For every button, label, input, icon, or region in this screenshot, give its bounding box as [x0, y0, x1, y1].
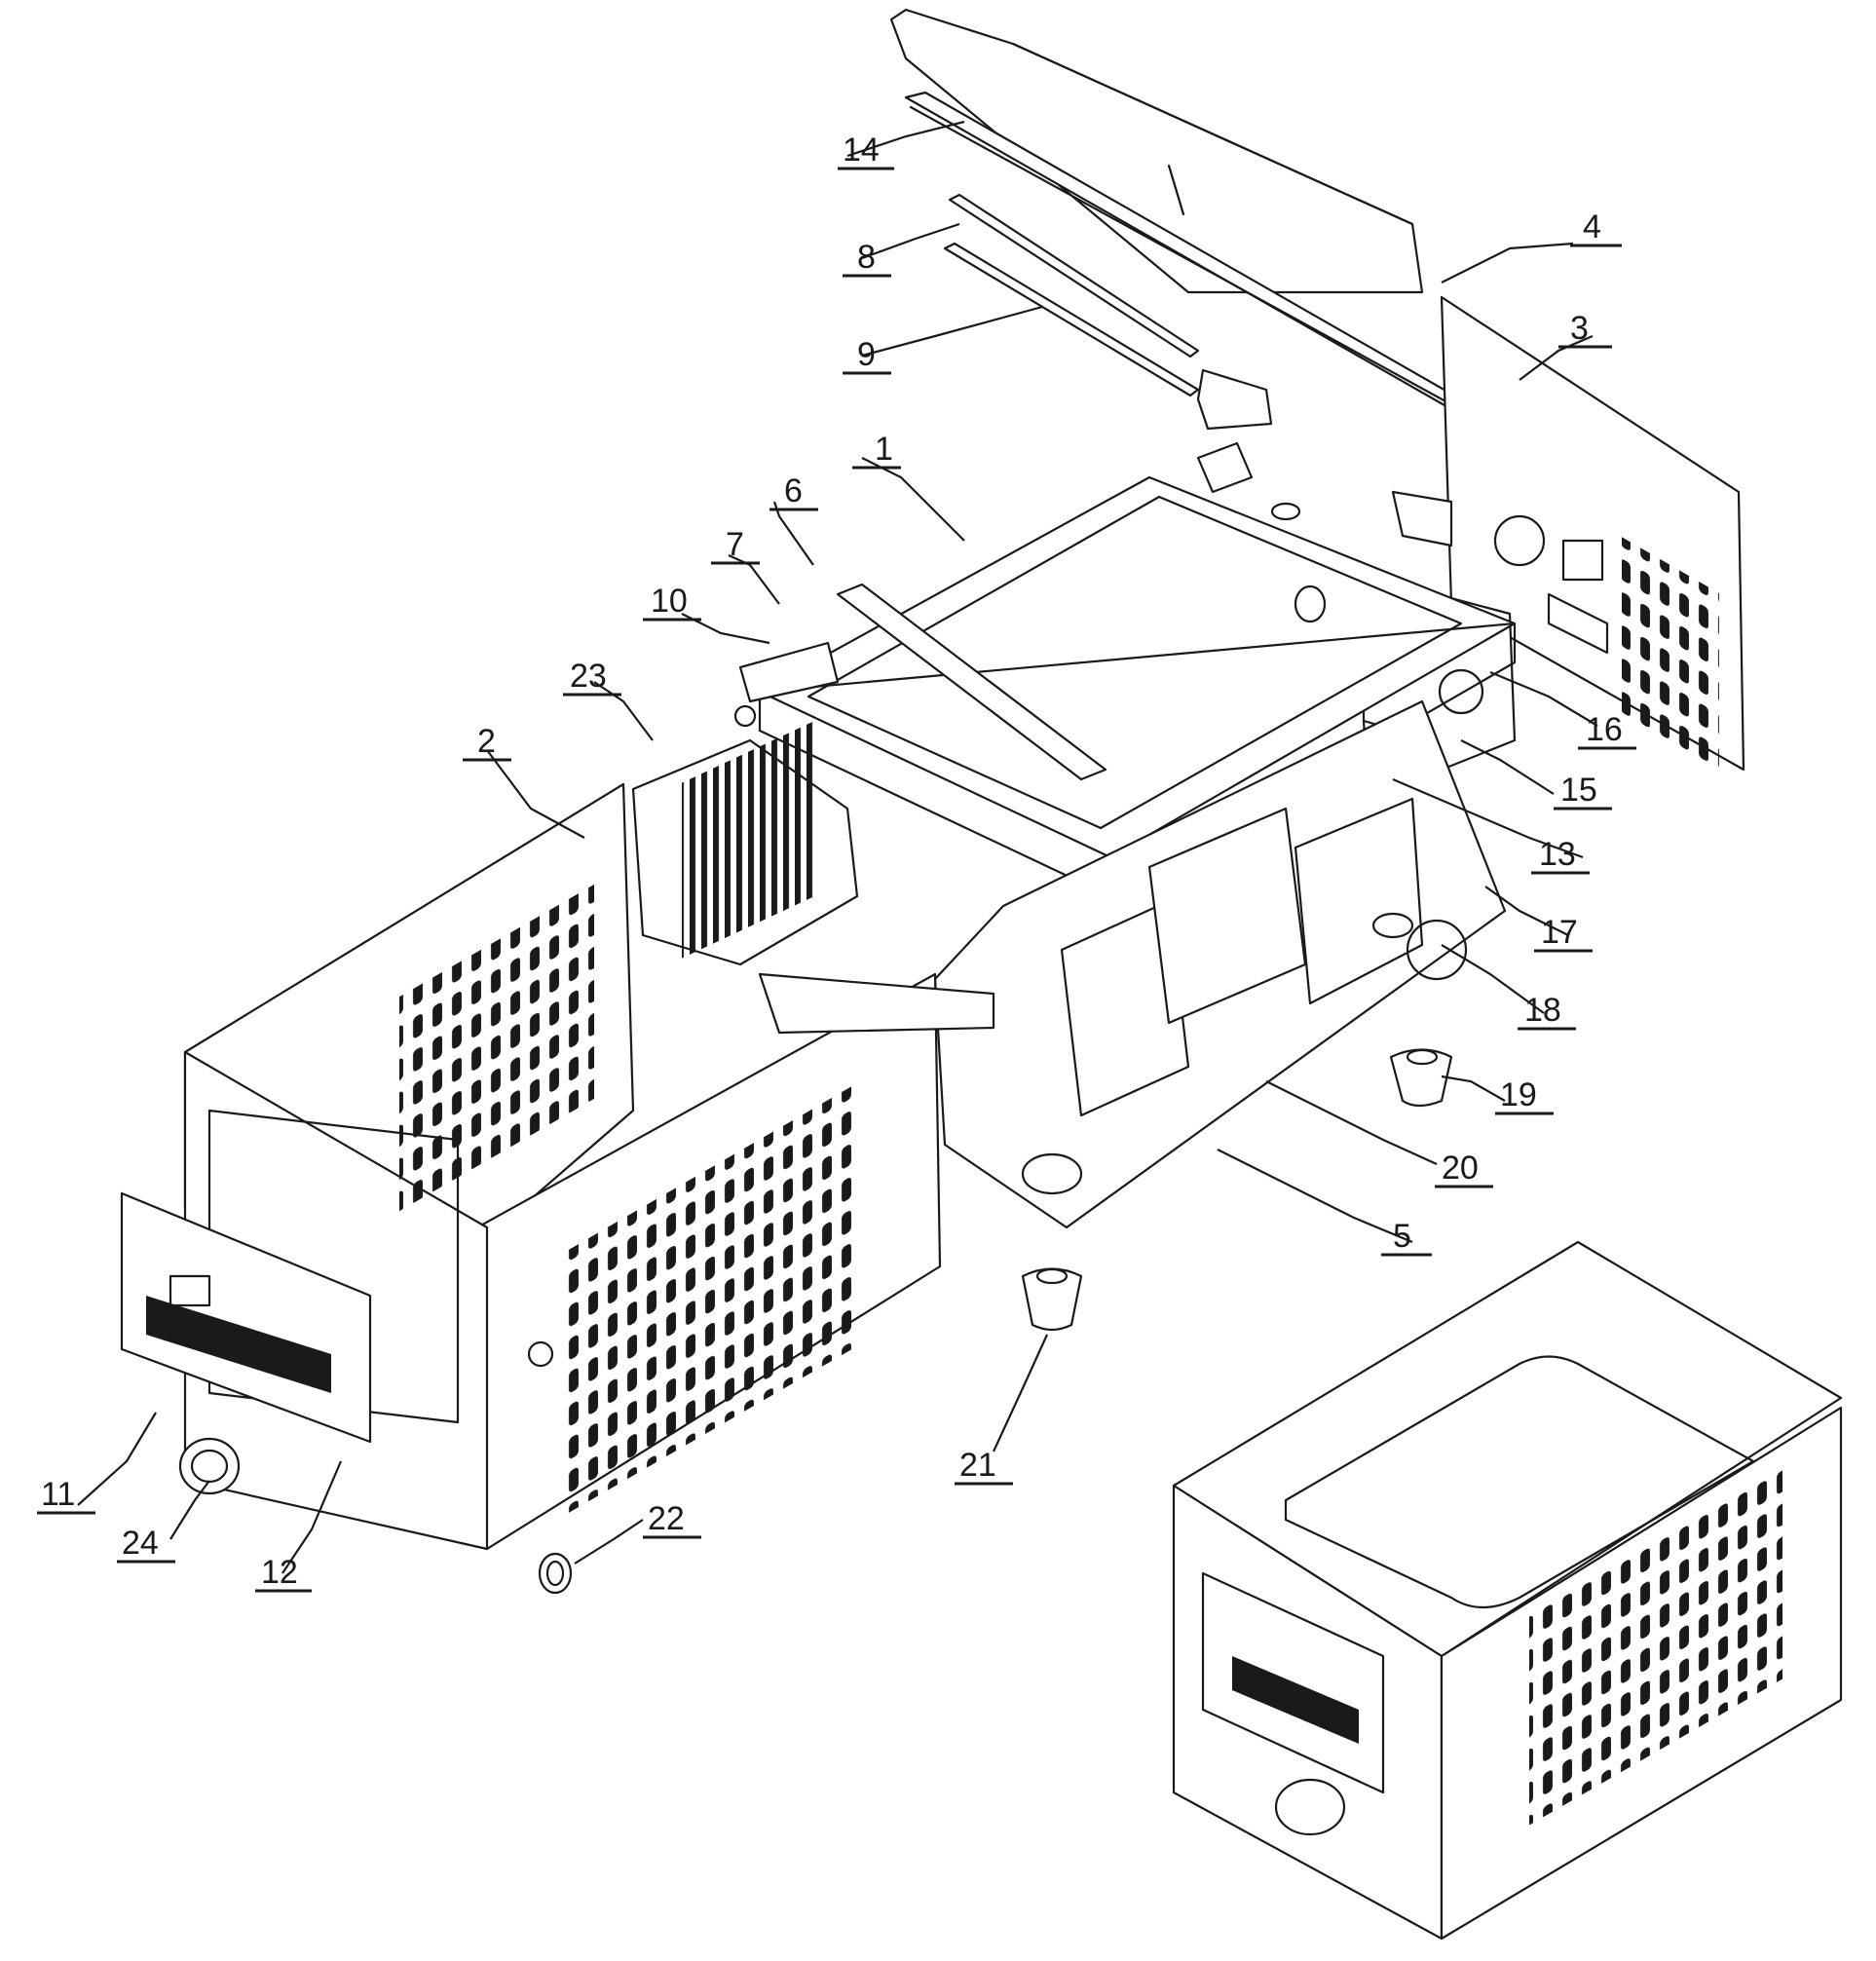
callout-label-4: 4	[1583, 208, 1601, 245]
callout-label-11: 11	[41, 1476, 75, 1513]
callout-label-3: 3	[1570, 310, 1589, 347]
callout-label-8: 8	[857, 239, 876, 276]
callout-label-24: 24	[122, 1525, 159, 1562]
leader-lines	[77, 120, 1598, 1574]
callout-label-13: 13	[1539, 836, 1576, 873]
callout-label-15: 15	[1560, 772, 1597, 809]
callout-label-9: 9	[857, 336, 876, 373]
callout-label-6: 6	[784, 472, 803, 509]
callout-label-5: 5	[1393, 1218, 1411, 1255]
callout-label-20: 20	[1442, 1150, 1479, 1187]
callout-label-19: 19	[1500, 1076, 1537, 1113]
vacuum-pump	[631, 719, 859, 966]
callout-label-18: 18	[1524, 992, 1561, 1029]
callout-label-21: 21	[959, 1447, 996, 1484]
base-plate	[933, 699, 1507, 1229]
callout-label-10: 10	[651, 583, 688, 620]
callout-label-16: 16	[1586, 711, 1623, 748]
callout-label-17: 17	[1541, 914, 1578, 951]
seal-bar-assembly	[733, 583, 1107, 781]
control-panel	[120, 1191, 372, 1495]
callout-label-7: 7	[726, 526, 744, 563]
seal-bar-parts	[943, 193, 1273, 431]
foot-parts	[538, 1048, 1453, 1595]
housing-exploded	[183, 782, 995, 1551]
callout-label-1: 1	[875, 431, 893, 468]
callout-label-14: 14	[843, 132, 880, 169]
callout-label-22: 22	[648, 1500, 685, 1537]
callout-labels: 1 2 3 4 5 6 7 8 9 10 11 12 13 14 15 16 1…	[37, 132, 1636, 1593]
callout-label-12: 12	[261, 1554, 298, 1591]
callout-label-23: 23	[570, 658, 607, 695]
assembled-machine	[1172, 1240, 1843, 1941]
callout-label-2: 2	[477, 723, 496, 760]
back-panel	[1440, 295, 1745, 772]
